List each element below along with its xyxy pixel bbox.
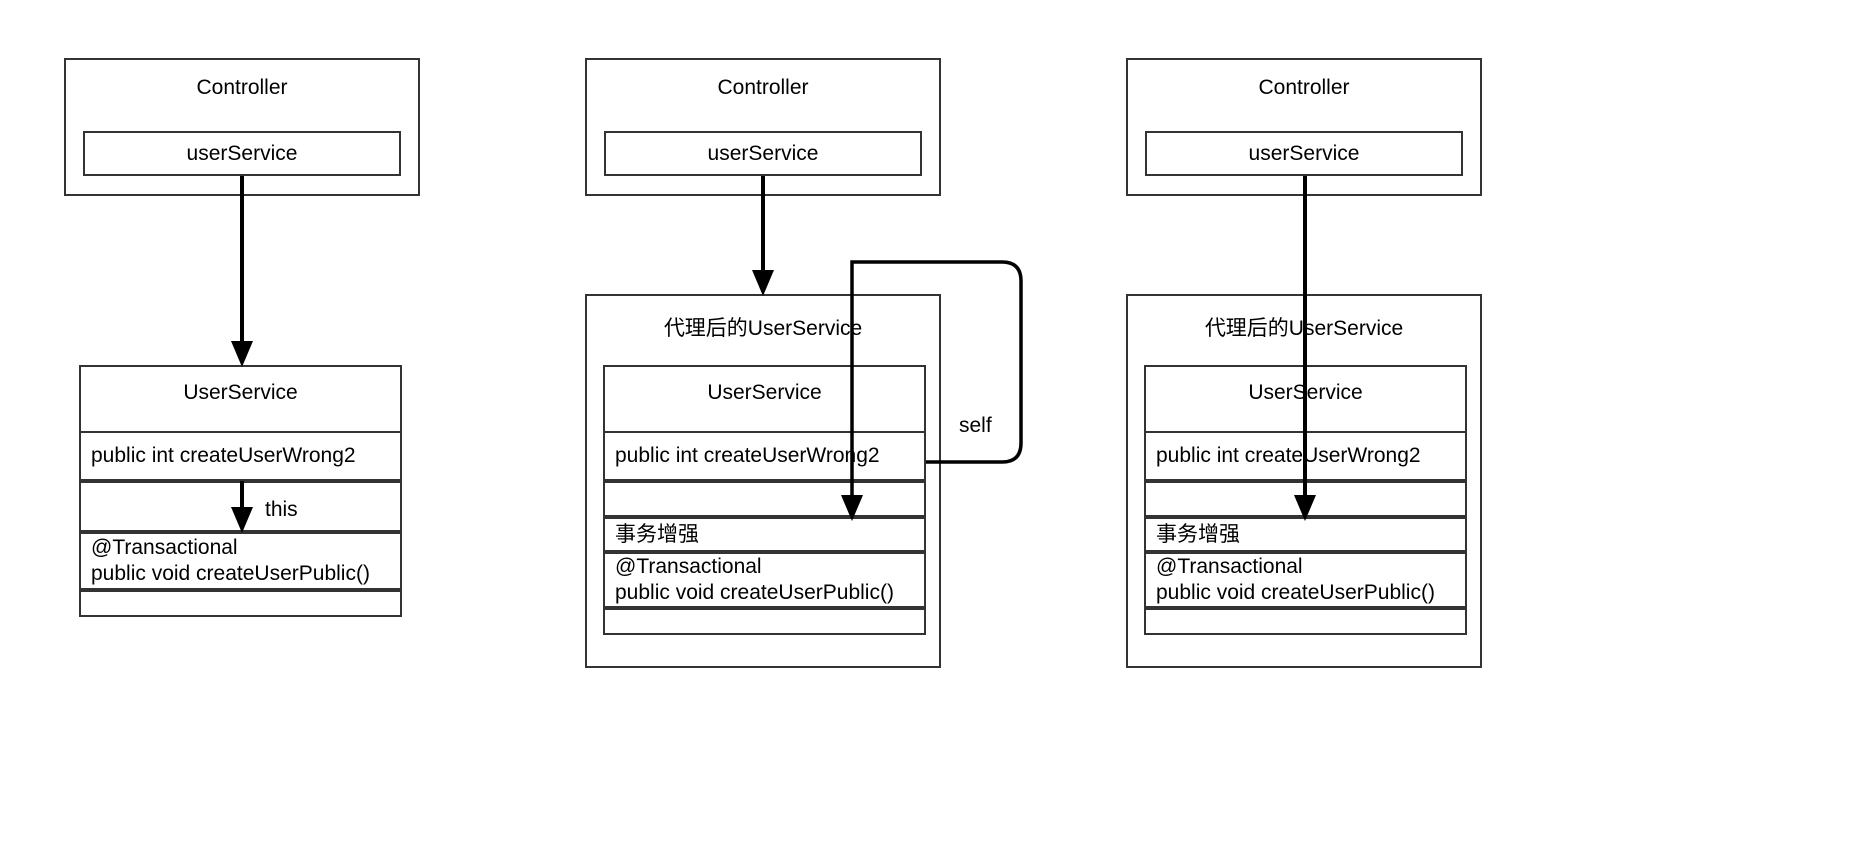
panel3-userservice-row-wrong2-label: public int createUserWrong2 (1156, 444, 1421, 467)
panel3-userservice-row-enhance-label: 事务增强 (1156, 522, 1240, 546)
panel3-userservice-row-wrong2: public int createUserWrong2 (1144, 431, 1467, 481)
panel3-controller-title: Controller (1258, 76, 1350, 99)
panel1-userservice-row-wrong2: public int createUserWrong2 (79, 431, 402, 481)
panel3-controller-field-userservice: userService (1145, 131, 1463, 176)
panel2-userservice-row-transactional-label: @Transactional public void createUserPub… (615, 555, 894, 604)
panel1-controller-field-label: userService (186, 141, 298, 165)
panel2-proxy-title: 代理后的UserService (663, 317, 863, 340)
panel3-userservice-row-transactional-label: @Transactional public void createUserPub… (1156, 555, 1435, 604)
panel1-userservice-row-wrong2-label: public int createUserWrong2 (91, 444, 356, 467)
panel2-userservice-row-enhance-label: 事务增强 (615, 522, 699, 546)
panel3-userservice-row-enhance: 事务增强 (1144, 517, 1467, 552)
panel1-userservice-row-empty (79, 481, 402, 532)
panel2-userservice-title: UserService (707, 381, 822, 404)
panel2-userservice-row-wrong2-label: public int createUserWrong2 (615, 444, 880, 467)
panel2-userservice-row-tail (603, 608, 926, 635)
panel3-userservice-row-transactional: @Transactional public void createUserPub… (1144, 552, 1467, 608)
panel3-userservice-row-tail (1144, 608, 1467, 635)
panel2-edge-self-label: self (959, 414, 992, 437)
panel1-userservice-title: UserService (183, 381, 298, 404)
panel2-userservice-row-enhance: 事务增强 (603, 517, 926, 552)
panel1-controller-title: Controller (196, 76, 288, 99)
panel2-userservice-row-transactional: @Transactional public void createUserPub… (603, 552, 926, 608)
panel1-controller-field-userservice: userService (83, 131, 401, 176)
panel3-userservice-title: UserService (1248, 381, 1363, 404)
panel1-userservice-row-transactional: @Transactional public void createUserPub… (79, 532, 402, 590)
panel3-userservice-row-empty (1144, 481, 1467, 517)
panel2-controller-title: Controller (717, 76, 809, 99)
panel1-arrow-controller-to-userservice (231, 176, 253, 367)
panel2-userservice-row-empty (603, 481, 926, 517)
panel3-proxy-title: 代理后的UserService (1204, 317, 1404, 340)
panel2-controller-field-userservice: userService (604, 131, 922, 176)
panel2-controller-field-label: userService (707, 141, 819, 165)
panel1-edge-this-label: this (265, 498, 298, 521)
panel1-userservice-row-tail (79, 590, 402, 617)
panel1-userservice-row-transactional-label: @Transactional public void createUserPub… (91, 536, 370, 585)
panel2-userservice-row-wrong2: public int createUserWrong2 (603, 431, 926, 481)
panel3-controller-field-label: userService (1248, 141, 1360, 165)
